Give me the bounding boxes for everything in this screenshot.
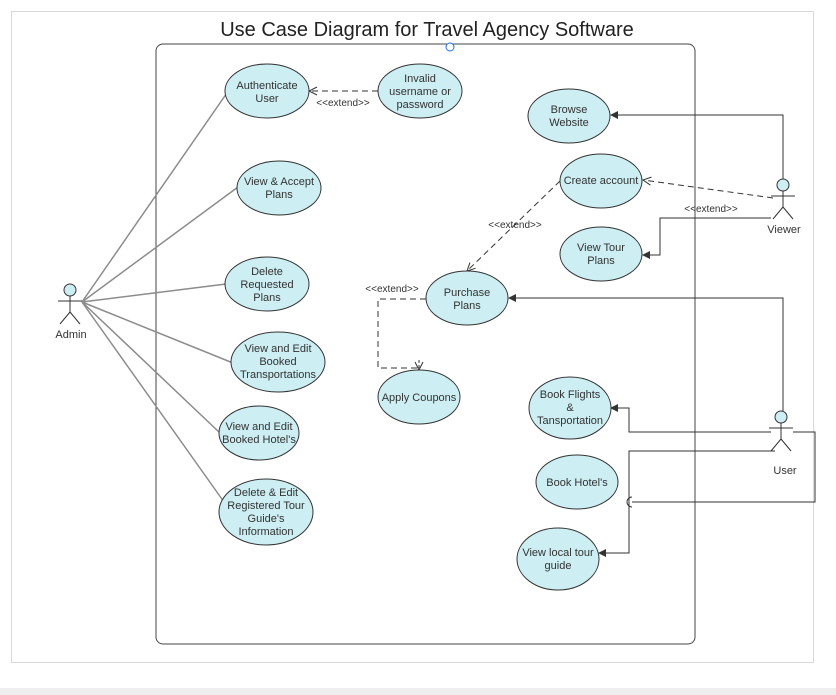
svg-text:Apply Coupons: Apply Coupons [382,392,457,404]
usecase-book-hotels[interactable]: Book Hotel's [535,454,619,510]
extend-coupons-label: <<extend>> [365,284,419,295]
user-book-flights-connector [610,404,771,433]
line-jump-icon [626,496,633,508]
actor-user-label: User [773,465,797,477]
actor-viewer[interactable] [771,178,795,220]
user-view-guide-connector [598,450,775,557]
admin-associations [81,89,239,503]
extend-invalid-label: <<extend>> [316,98,370,109]
actor-viewer-label: Viewer [767,224,801,236]
usecase-book-flights[interactable]: Book Flights&Tansportation [528,376,612,440]
system-boundary[interactable] [155,43,696,645]
extend-purchase-create-label: <<extend>> [488,220,542,231]
user-loop-connector [632,431,816,503]
actor-admin[interactable] [58,283,82,325]
viewer-create-account-extend [643,180,774,199]
connection-anchor-icon[interactable] [445,42,455,52]
extend-viewer-label: <<extend>> [684,204,738,215]
actor-admin-label: Admin [55,329,86,341]
diagram-frame [11,11,814,663]
viewer-browse-connector [610,111,784,183]
extend-purchase-create-arrow [467,180,561,271]
viewer-view-tour-connector [642,217,771,259]
diagram-title: Use Case Diagram for Travel Agency Softw… [220,19,634,41]
svg-text:Book Hotel's: Book Hotel's [546,477,608,489]
extend-coupons-connector [377,298,426,369]
usecase-create-account[interactable]: Create account [559,153,643,209]
svg-text:Book Flights&Tansportation: Book Flights&Tansportation [537,389,603,427]
actor-user[interactable] [769,410,793,452]
svg-text:Create account: Create account [564,175,639,187]
usecase-apply-coupons[interactable]: Apply Coupons [377,369,461,425]
footer-bar [0,688,836,695]
user-purchase-connector [508,294,784,411]
